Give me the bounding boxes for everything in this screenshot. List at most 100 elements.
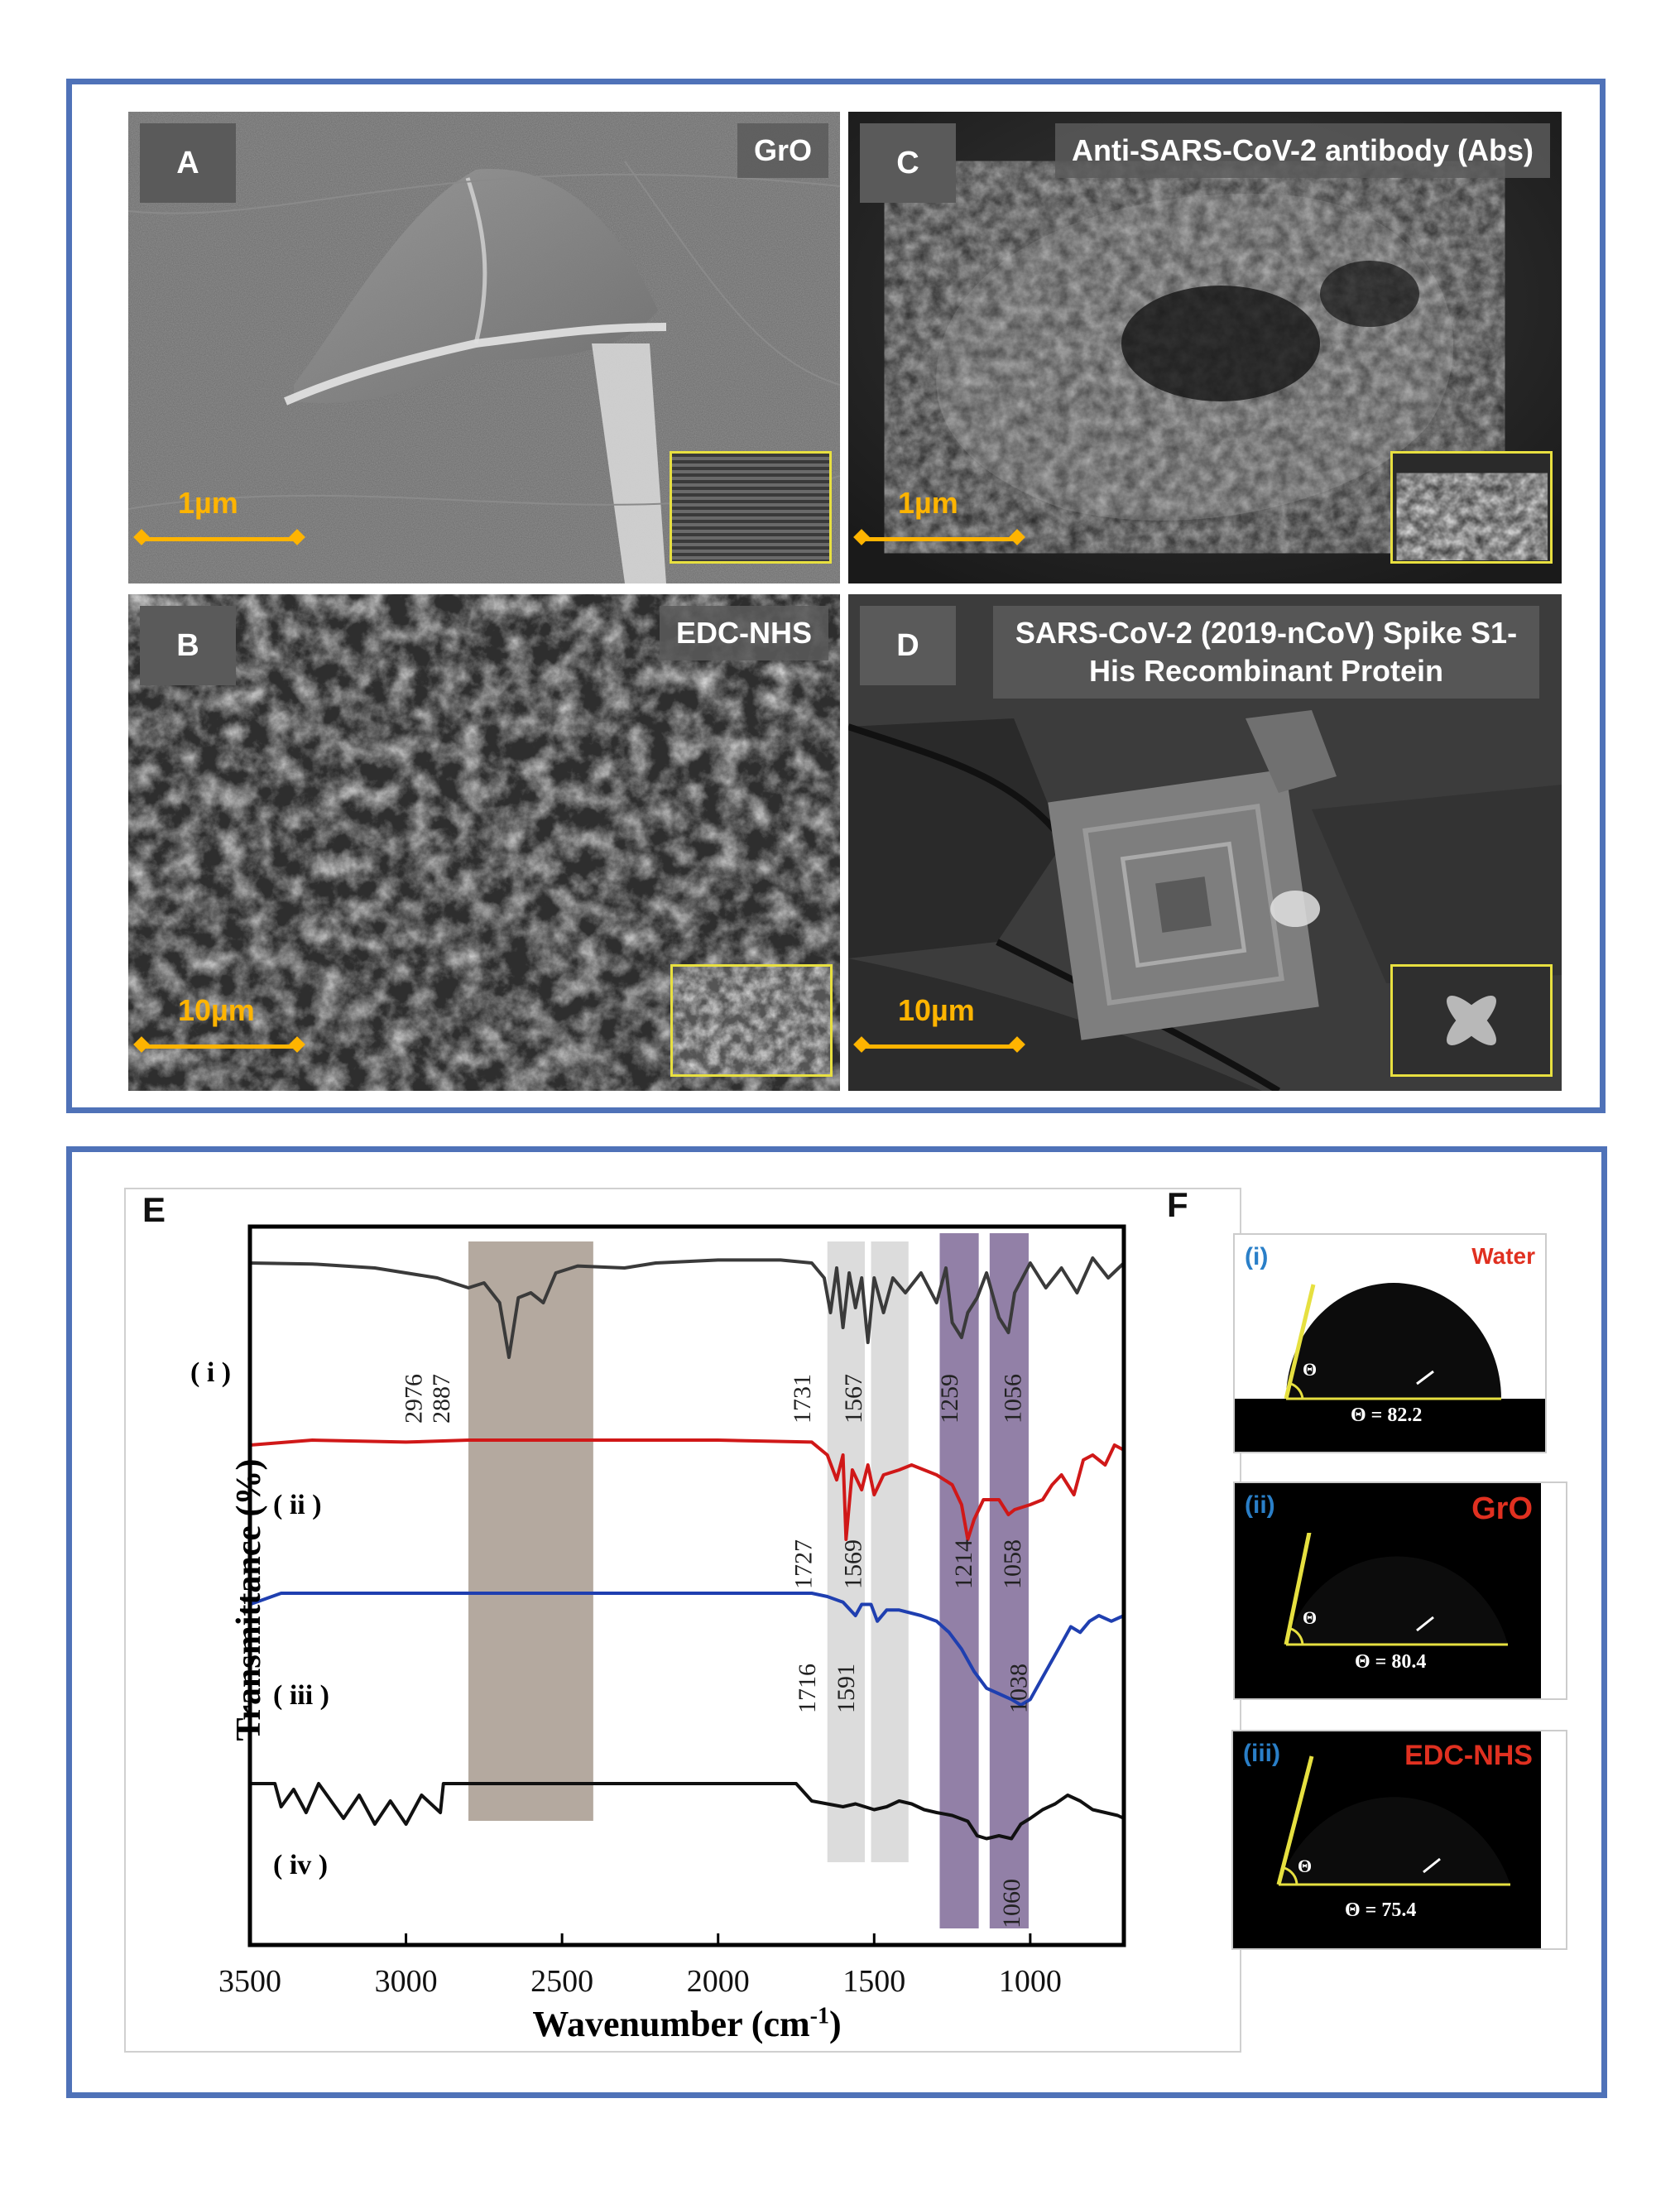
panel-title-a: GrO bbox=[737, 123, 828, 178]
drop-label-ii: (ii) bbox=[1245, 1491, 1275, 1519]
sem-panel-b: B EDC-NHS 10µm bbox=[128, 594, 840, 1091]
scale-bar-b bbox=[142, 1044, 297, 1049]
ftir-bands bbox=[468, 1233, 1029, 1928]
panel-title-b: EDC-NHS bbox=[659, 606, 828, 660]
drop-label-i: (i) bbox=[1245, 1243, 1269, 1270]
ftir-x-tick-label: 2500 bbox=[530, 1964, 593, 1999]
panel-letter-d: D bbox=[860, 606, 956, 685]
sem-image-c bbox=[848, 112, 1562, 583]
ftir-band-2 bbox=[871, 1241, 909, 1862]
ftir-series bbox=[249, 1256, 1126, 1841]
ftir-peak-label: 1038 bbox=[1006, 1664, 1033, 1713]
ftir-x-tick-label: 1000 bbox=[999, 1964, 1062, 1999]
inset-b bbox=[670, 964, 833, 1077]
drop-theta-ii: Θ bbox=[1303, 1607, 1318, 1628]
inset-image-d bbox=[1447, 996, 1496, 1045]
ftir-peak-label: 1727 bbox=[790, 1539, 818, 1589]
panel-title-d: SARS-CoV-2 (2019-nCoV) Spike S1- His Rec… bbox=[993, 606, 1539, 699]
sem-panel-d: D SARS-CoV-2 (2019-nCoV) Spike S1- His R… bbox=[848, 594, 1562, 1091]
scale-bar-c bbox=[862, 537, 1017, 541]
ftir-series-line-4 bbox=[250, 1782, 1125, 1841]
ftir-x-tick-label: 1500 bbox=[842, 1964, 905, 1999]
ftir-plot-frame bbox=[247, 1224, 1126, 1947]
droplet-image-ii bbox=[1235, 1483, 1541, 1698]
scale-c: 1µm bbox=[848, 486, 1039, 560]
ftir-series-line-1 bbox=[249, 1256, 1126, 1359]
panel-letter-b: B bbox=[140, 606, 236, 685]
ftir-peak-label: 1058 bbox=[999, 1539, 1026, 1589]
scale-label-b: 10µm bbox=[178, 993, 255, 1027]
drop-theta-iii: Θ bbox=[1298, 1856, 1313, 1876]
scale-b: 10µm bbox=[128, 993, 319, 1068]
figure-letter-e: E bbox=[142, 1190, 166, 1229]
scale-label-d: 10µm bbox=[898, 993, 975, 1027]
ftir-band-3 bbox=[939, 1233, 979, 1928]
ftir-peak-label: 1716 bbox=[794, 1664, 821, 1713]
figure-letter-f: F bbox=[1167, 1185, 1188, 1224]
ftir-x-axis-label: Wavenumber (cm-1) bbox=[430, 2003, 943, 2045]
sem-panel-c: C Anti-SARS-CoV-2 antibody (Abs) 1µm bbox=[848, 112, 1562, 583]
ftir-x-ticks: 3500 3000 2500 2000 1500 1000 bbox=[218, 1933, 1062, 1999]
panel-title-d-line1: SARS-CoV-2 (2019-nCoV) Spike S1- bbox=[1015, 616, 1518, 650]
ftir-band-0 bbox=[468, 1241, 593, 1821]
contact-angle-panel-i: (i) Water Θ Θ = 82.2 bbox=[1233, 1233, 1547, 1453]
ftir-x-axis-label-sup: -1 bbox=[809, 2003, 829, 2029]
inset-d bbox=[1390, 964, 1553, 1077]
ftir-x-axis-label-main: Wavenumber (cm bbox=[532, 2004, 810, 2044]
inset-c bbox=[1390, 451, 1553, 564]
scale-label-c: 1µm bbox=[898, 486, 958, 520]
series-label-iii: ( iii ) bbox=[273, 1680, 329, 1711]
inset-image-b bbox=[673, 967, 830, 1074]
sem-figure-frame bbox=[66, 79, 1606, 1113]
panel-title-d-line2: His Recombinant Protein bbox=[1088, 654, 1444, 688]
panel-letter-a: A bbox=[140, 123, 236, 203]
scale-a: 1µm bbox=[128, 486, 319, 560]
ftir-x-tick-label: 3500 bbox=[218, 1964, 281, 1999]
drop-name-iii: EDC-NHS bbox=[1404, 1740, 1533, 1771]
ftir-peak-label: 2887 bbox=[428, 1374, 455, 1424]
sem-panel-a: A GrO 1µm bbox=[128, 112, 840, 583]
ftir-x-axis-label-close: ) bbox=[828, 2004, 842, 2044]
ftir-series-line-3 bbox=[249, 1592, 1125, 1707]
droplet-image-i bbox=[1235, 1283, 1545, 1452]
ftir-peak-label: 2976 bbox=[401, 1374, 428, 1424]
scale-bar-d bbox=[862, 1044, 1017, 1049]
contact-angle-panel-ii: (ii) GrO Θ Θ = 80.4 bbox=[1233, 1481, 1567, 1700]
drop-angle-i: Θ = 82.2 bbox=[1351, 1405, 1423, 1426]
inset-a bbox=[670, 451, 832, 564]
series-label-iv: ( iv ) bbox=[273, 1850, 329, 1880]
ftir-band-1 bbox=[827, 1241, 865, 1862]
panel-letter-c: C bbox=[860, 123, 956, 203]
series-label-ii: ( ii ) bbox=[273, 1490, 322, 1520]
ftir-peak-label: 1060 bbox=[998, 1879, 1025, 1928]
ftir-peak-label: 1591 bbox=[833, 1664, 860, 1713]
drop-angle-ii: Θ = 80.4 bbox=[1355, 1651, 1427, 1673]
ftir-figure-frame bbox=[66, 1146, 1607, 2098]
ftir-y-axis-label: Transmittance (%) bbox=[230, 1458, 268, 1741]
contact-angle-panel-iii: (iii) EDC-NHS Θ Θ = 75.4 bbox=[1231, 1730, 1567, 1950]
drop-theta-i: Θ bbox=[1303, 1359, 1318, 1380]
ftir-peak-label: 1056 bbox=[1000, 1374, 1027, 1424]
scale-label-a: 1µm bbox=[178, 486, 238, 520]
panel-title-c: Anti-SARS-CoV-2 antibody (Abs) bbox=[1055, 123, 1550, 178]
ftir-peak-label: 1214 bbox=[950, 1539, 977, 1589]
inset-image-c bbox=[1409, 480, 1535, 553]
drop-angle-iii: Θ = 75.4 bbox=[1345, 1899, 1417, 1921]
ftir-x-tick-label: 3000 bbox=[375, 1964, 438, 1999]
ftir-peak-label: 1731 bbox=[789, 1374, 816, 1424]
drop-name-i: Water bbox=[1471, 1243, 1535, 1269]
series-label-i: ( i ) bbox=[190, 1357, 232, 1388]
ftir-peak-label: 1259 bbox=[936, 1374, 963, 1424]
ftir-peak-label: 1569 bbox=[839, 1539, 866, 1589]
drop-name-ii: GrO bbox=[1471, 1491, 1533, 1526]
ftir-peak-label: 1567 bbox=[840, 1374, 867, 1424]
scale-d: 10µm bbox=[848, 993, 1039, 1068]
ftir-series-line-2 bbox=[249, 1438, 1125, 1541]
ftir-x-tick-label: 2000 bbox=[687, 1964, 750, 1999]
droplet-image-iii bbox=[1233, 1731, 1541, 1948]
scale-bar-a bbox=[142, 537, 297, 541]
ftir-band-4 bbox=[989, 1233, 1029, 1928]
drop-label-iii: (iii) bbox=[1243, 1740, 1280, 1767]
